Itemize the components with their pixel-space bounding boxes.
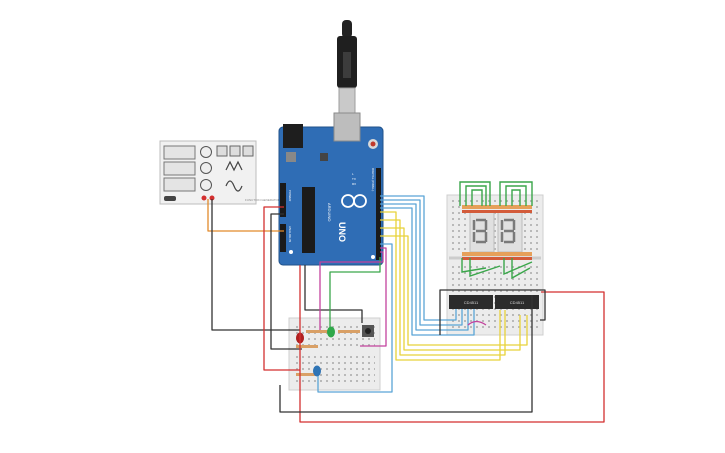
function-generator[interactable]: FUNCTION GENERATOR xyxy=(159,140,281,205)
ic-chip-left[interactable]: CD4511 xyxy=(449,295,493,309)
resistor-4[interactable] xyxy=(296,345,318,348)
wire-black-bottom[interactable] xyxy=(279,295,533,413)
wire-green-led[interactable] xyxy=(329,257,381,327)
function-generator-label: FUNCTION GENERATOR xyxy=(245,198,281,202)
wire-blue-3[interactable] xyxy=(380,203,469,331)
wire-blue-4[interactable] xyxy=(380,207,475,336)
tx-led-label: TX xyxy=(352,177,356,181)
wire-black-ground[interactable] xyxy=(270,213,302,350)
wire-black-ic[interactable] xyxy=(439,289,546,335)
wire-yellow-1[interactable] xyxy=(380,211,501,361)
wire-magenta-ic[interactable] xyxy=(467,320,487,326)
seven-segment-display-left[interactable] xyxy=(469,211,495,253)
resistor-1[interactable] xyxy=(306,330,328,333)
breadboard-left[interactable] xyxy=(288,317,381,391)
board-model-label: UNO xyxy=(337,222,347,242)
wire-black-ground-2[interactable] xyxy=(304,265,363,323)
seven-segment-display-right[interactable] xyxy=(497,211,523,253)
wire-magenta-1[interactable] xyxy=(360,247,387,347)
ic-left-label: CD4511 xyxy=(464,300,479,305)
wire-yellow-4[interactable] xyxy=(380,235,528,346)
usb-cable[interactable] xyxy=(337,20,357,117)
l-led-label: L xyxy=(352,172,354,176)
wire-yellow-3[interactable] xyxy=(380,227,521,351)
wire-red-fg[interactable] xyxy=(263,206,300,371)
resistor-array-top[interactable] xyxy=(462,205,532,213)
led-green[interactable] xyxy=(327,326,335,338)
rx-led-label: RX xyxy=(352,182,356,186)
wire-magenta-2[interactable] xyxy=(319,251,384,330)
wire-blue-1[interactable] xyxy=(380,195,457,321)
arduino-uno-board[interactable]: UNO ARDUINO DIGITAL (PWM~) ANALOG IN POW… xyxy=(278,112,384,266)
wire-yellow-2[interactable] xyxy=(380,219,506,356)
led-blue[interactable] xyxy=(313,365,321,377)
wire-blue-2[interactable] xyxy=(380,199,463,326)
resistor-2[interactable] xyxy=(338,330,360,333)
digital-header-label: DIGITAL (PWM~) xyxy=(371,168,375,191)
wire-red-5v[interactable] xyxy=(299,265,605,423)
push-button[interactable] xyxy=(362,325,374,337)
ic-right-label: CD4511 xyxy=(510,300,525,305)
wire-blue-led[interactable] xyxy=(317,243,393,393)
wire-orange[interactable] xyxy=(207,199,284,232)
board-brand-label: ARDUINO xyxy=(327,203,332,221)
power-header-label: POWER xyxy=(288,190,292,202)
ic-chip-right[interactable]: CD4511 xyxy=(495,295,539,309)
display-jumper-wires[interactable] xyxy=(459,181,533,280)
resistor-3[interactable] xyxy=(296,373,318,376)
resistor-array-bottom[interactable] xyxy=(462,252,532,260)
analog-header-label: ANALOG IN xyxy=(288,226,292,242)
